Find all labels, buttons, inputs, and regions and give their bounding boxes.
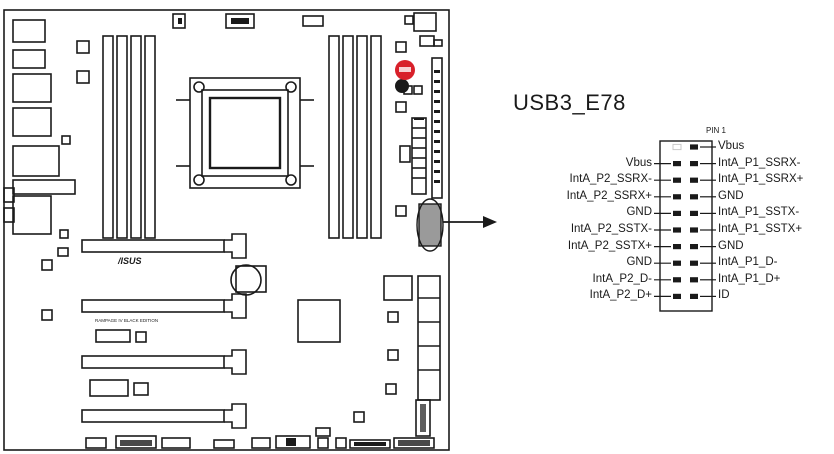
pin-label-left: IntA_P2_D+ [589,289,652,302]
usb3-header-highlight [418,203,442,247]
pin-label-left: IntA_P2_SSTX+ [567,239,652,252]
top-right-block [413,12,437,32]
pin-label-right: GND [718,239,744,252]
pin-left-1 [673,161,681,167]
pin-label-left: Vbus [625,156,652,169]
top-connector-1 [172,13,186,29]
pin-right-4 [690,194,698,200]
io-port-4 [12,107,52,137]
pin-label-right: IntA_P1_D+ [718,272,781,285]
io-port-7 [12,195,52,235]
pin-label-right: Vbus [718,140,745,152]
pin-right-10 [690,293,698,299]
pin-header-diagram [654,140,716,312]
pin-label-right: IntA_P1_SSRX- [718,156,801,169]
pin-label-left: IntA_P2_SSRX+ [566,189,652,202]
dimm-slot-l3 [130,35,142,239]
pin-right-7 [690,244,698,250]
pcie-slot-3 [81,355,225,369]
usb3-header-callout [416,198,444,252]
board-model-text: RAMPAGE IV BLACK EDITION [95,318,158,323]
io-port-3 [12,73,52,103]
pcie-slot-4 [81,409,225,423]
dimm-slot-r3 [356,35,368,239]
pin-label-left: IntA_P2_D- [592,272,652,285]
pin-label-right: IntA_P1_SSRX+ [718,173,804,186]
pin-right-9 [690,277,698,283]
pin-right-1 [690,144,698,150]
dimm-slot-r1 [328,35,340,239]
pin-right-3 [690,177,698,183]
board-outline [3,9,450,451]
dimm-slot-r2 [342,35,354,239]
pin-right-2 [690,161,698,167]
io-port-5 [12,145,60,177]
top-connector-2 [225,13,255,29]
pcie-slot-2 [81,299,225,313]
pin-left-5 [673,227,681,233]
io-port-2 [12,49,46,69]
pin-left-3 [673,194,681,200]
pin-label-left: IntA_P2_SSRX- [569,173,652,186]
pin-label-right: IntA_P1_SSTX+ [718,223,803,235]
pin-left-7 [673,260,681,266]
pin-label-right: ID [718,289,730,302]
dimm-slot-l1 [102,35,114,239]
chipset [297,299,341,343]
pin-label-left: IntA_P2_SSTX- [570,223,652,235]
pin-label-left: GND [626,206,652,219]
pin-left-9 [673,293,681,299]
cmos-battery [230,264,262,296]
dimm-slot-l2 [116,35,128,239]
pin-right-6 [690,227,698,233]
pin-left-2 [673,177,681,183]
callout-arrow-head [483,216,497,228]
pin-key-empty [672,143,682,151]
pin-label-right: GND [718,189,744,202]
pin-right-8 [690,260,698,266]
dimm-slot-r4 [370,35,382,239]
pin-left-8 [673,277,681,283]
pin-label-right: IntA_P1_D- [718,256,778,269]
top-connector-3 [302,15,324,27]
connector-title: USB3_E78 [513,90,626,115]
brand-logo-text: /ISUS [117,256,142,266]
sata-ports [417,275,441,401]
cpu-socket [189,77,301,189]
pin-label-right: IntA_P1_SSTX- [718,206,800,219]
pin-header-outline [659,140,713,312]
io-port-1 [12,19,46,43]
pin-left-4 [673,210,681,216]
pin-label-left: GND [626,256,652,269]
dimm-slot-l4 [144,35,156,239]
pin1-marker: PIN 1 [706,126,727,135]
pin-right-5 [690,210,698,216]
pcie-slot-1 [81,239,225,253]
pin-left-6 [673,244,681,250]
io-port-6 [12,179,76,195]
atx-power-connector [411,117,427,195]
